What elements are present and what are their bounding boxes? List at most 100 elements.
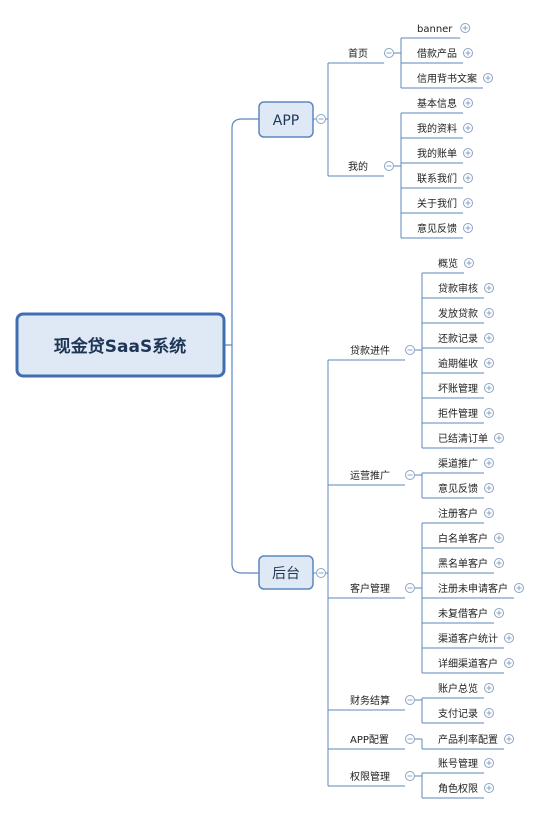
leaf-label: 发放贷款 (438, 307, 478, 320)
leaf-node-b0-0-0[interactable]: banner (417, 24, 453, 35)
expand-toggle-b1-3-1[interactable] (484, 708, 494, 718)
leaf-node-b1-0-6[interactable]: 拒件管理 (438, 407, 478, 420)
leaf-node-b1-0-3[interactable]: 还款记录 (438, 332, 478, 345)
expand-toggle-b0-0-2[interactable] (483, 73, 493, 83)
expand-toggle-b1-0-7[interactable] (494, 433, 504, 443)
expand-toggle-b0-1-2[interactable] (463, 148, 473, 158)
expand-toggle-b0-1-3[interactable] (463, 173, 473, 183)
expand-toggle-b1-0-3[interactable] (484, 333, 494, 343)
collapse-toggle-backend[interactable] (316, 568, 326, 578)
collapse-toggle-b0-1[interactable] (384, 161, 394, 171)
leaf-label: 我的资料 (417, 122, 457, 135)
leaf-node-b1-2-4[interactable]: 未复借客户 (438, 607, 488, 620)
leaf-label: 借款产品 (417, 47, 457, 60)
leaf-node-b0-0-2[interactable]: 信用背书文案 (417, 72, 477, 85)
leaf-node-b1-2-6[interactable]: 详细渠道客户 (438, 657, 498, 670)
expand-toggle-b1-2-2[interactable] (494, 558, 504, 568)
topic-label: 运营推广 (350, 469, 390, 482)
expand-toggle-b0-1-5[interactable] (463, 223, 473, 233)
leaf-node-b1-0-4[interactable]: 逾期催收 (438, 357, 478, 370)
expand-toggle-b1-2-6[interactable] (504, 658, 514, 668)
expand-toggle-b1-0-2[interactable] (484, 308, 494, 318)
expand-toggle-b1-4-0[interactable] (504, 734, 514, 744)
expand-toggle-b1-2-0[interactable] (484, 508, 494, 518)
expand-toggle-b1-2-4[interactable] (494, 608, 504, 618)
leaf-label: 白名单客户 (438, 532, 488, 545)
expand-toggle-b1-5-0[interactable] (484, 758, 494, 768)
topic-node-b1-4[interactable]: APP配置 (350, 734, 389, 746)
expand-toggle-b1-0-4[interactable] (484, 358, 494, 368)
leaf-label: 信用背书文案 (417, 72, 477, 85)
topic-label: 客户管理 (350, 582, 390, 595)
leaf-node-b0-1-5[interactable]: 意见反馈 (417, 222, 457, 235)
leaf-node-b1-2-5[interactable]: 渠道客户统计 (438, 632, 498, 645)
expand-toggle-b0-1-0[interactable] (463, 98, 473, 108)
leaf-label: 注册客户 (438, 507, 478, 520)
root-node[interactable]: 现金贷SaaS系统 (15, 312, 226, 378)
leaf-node-b1-0-2[interactable]: 发放贷款 (438, 307, 478, 320)
expand-toggle-b0-0-1[interactable] (463, 48, 473, 58)
leaf-node-b1-4-0[interactable]: 产品利率配置 (438, 733, 498, 746)
leaf-node-b1-5-0[interactable]: 账号管理 (438, 757, 478, 770)
leaf-label: 联系我们 (417, 172, 457, 185)
leaf-node-b1-0-5[interactable]: 坏账管理 (438, 382, 478, 395)
leaf-node-b1-0-1[interactable]: 贷款审核 (438, 282, 478, 295)
expand-toggle-b1-1-1[interactable] (484, 483, 494, 493)
topic-node-b1-2[interactable]: 客户管理 (350, 582, 390, 595)
leaf-label: 关于我们 (417, 197, 457, 210)
leaf-node-b1-2-1[interactable]: 白名单客户 (438, 532, 488, 545)
topic-node-b1-3[interactable]: 财务结算 (350, 694, 390, 707)
leaf-node-b0-1-0[interactable]: 基本信息 (417, 97, 457, 110)
expand-toggle-b1-1-0[interactable] (484, 458, 494, 468)
topic-node-b0-1[interactable]: 我的 (348, 160, 368, 173)
expand-toggle-b0-1-1[interactable] (463, 123, 473, 133)
topic-node-b1-5[interactable]: 权限管理 (350, 770, 390, 783)
leaf-node-b0-1-3[interactable]: 联系我们 (417, 172, 457, 185)
leaf-node-b0-1-2[interactable]: 我的账单 (417, 147, 457, 160)
leaf-node-b1-3-1[interactable]: 支付记录 (438, 707, 478, 720)
leaf-label: banner (417, 24, 453, 35)
expand-toggle-b1-0-1[interactable] (484, 283, 494, 293)
collapse-toggle-b1-5[interactable] (405, 771, 415, 781)
expand-toggle-b1-0-0[interactable] (464, 258, 474, 268)
expand-toggle-b1-0-6[interactable] (484, 408, 494, 418)
leaf-node-b1-1-0[interactable]: 渠道推广 (438, 457, 478, 470)
leaf-node-b1-2-3[interactable]: 注册未申请客户 (438, 582, 508, 595)
leaf-node-b0-1-4[interactable]: 关于我们 (417, 197, 457, 210)
leaf-node-b1-5-1[interactable]: 角色权限 (438, 782, 478, 795)
topic-node-b1-0[interactable]: 贷款进件 (350, 344, 390, 357)
leaf-node-b1-2-0[interactable]: 注册客户 (438, 507, 478, 520)
expand-toggle-b1-2-3[interactable] (514, 583, 524, 593)
expand-toggle-b1-5-1[interactable] (484, 783, 494, 793)
topic-label: APP配置 (350, 734, 389, 746)
expand-toggle-b1-2-1[interactable] (494, 533, 504, 543)
leaf-node-b1-1-1[interactable]: 意见反馈 (438, 482, 478, 495)
collapse-toggle-b1-1[interactable] (405, 470, 415, 480)
leaf-label: 逾期催收 (438, 357, 478, 370)
collapse-toggle-b1-0[interactable] (405, 345, 415, 355)
leaf-node-b1-3-0[interactable]: 账户总览 (438, 682, 478, 695)
leaf-label: 意见反馈 (438, 482, 478, 495)
leaf-node-b1-0-7[interactable]: 已结清订单 (438, 432, 488, 445)
topic-label: 首页 (348, 47, 368, 60)
collapse-toggle-app[interactable] (316, 114, 326, 124)
leaf-node-b0-0-1[interactable]: 借款产品 (417, 47, 457, 60)
topic-node-b0-0[interactable]: 首页 (348, 47, 368, 60)
leaf-node-b1-2-2[interactable]: 黑名单客户 (438, 557, 488, 570)
collapse-toggle-b1-4[interactable] (405, 734, 415, 744)
expand-toggle-b1-3-0[interactable] (484, 683, 494, 693)
leaf-node-b1-0-0[interactable]: 概览 (438, 257, 458, 270)
leaf-label: 支付记录 (438, 707, 478, 720)
collapse-toggle-b1-2[interactable] (405, 583, 415, 593)
branch-node-app[interactable]: APP (258, 101, 314, 138)
branch-node-backend[interactable]: 后台 (258, 555, 314, 590)
topic-node-b1-1[interactable]: 运营推广 (350, 469, 390, 482)
expand-toggle-b0-1-4[interactable] (463, 198, 473, 208)
expand-toggle-b0-0-0[interactable] (460, 23, 471, 33)
leaf-node-b0-1-1[interactable]: 我的资料 (417, 122, 457, 135)
collapse-toggle-b1-3[interactable] (405, 695, 415, 705)
expand-toggle-b1-2-5[interactable] (504, 633, 514, 643)
collapse-toggle-b0-0[interactable] (384, 48, 394, 58)
expand-toggle-b1-0-5[interactable] (484, 383, 494, 393)
